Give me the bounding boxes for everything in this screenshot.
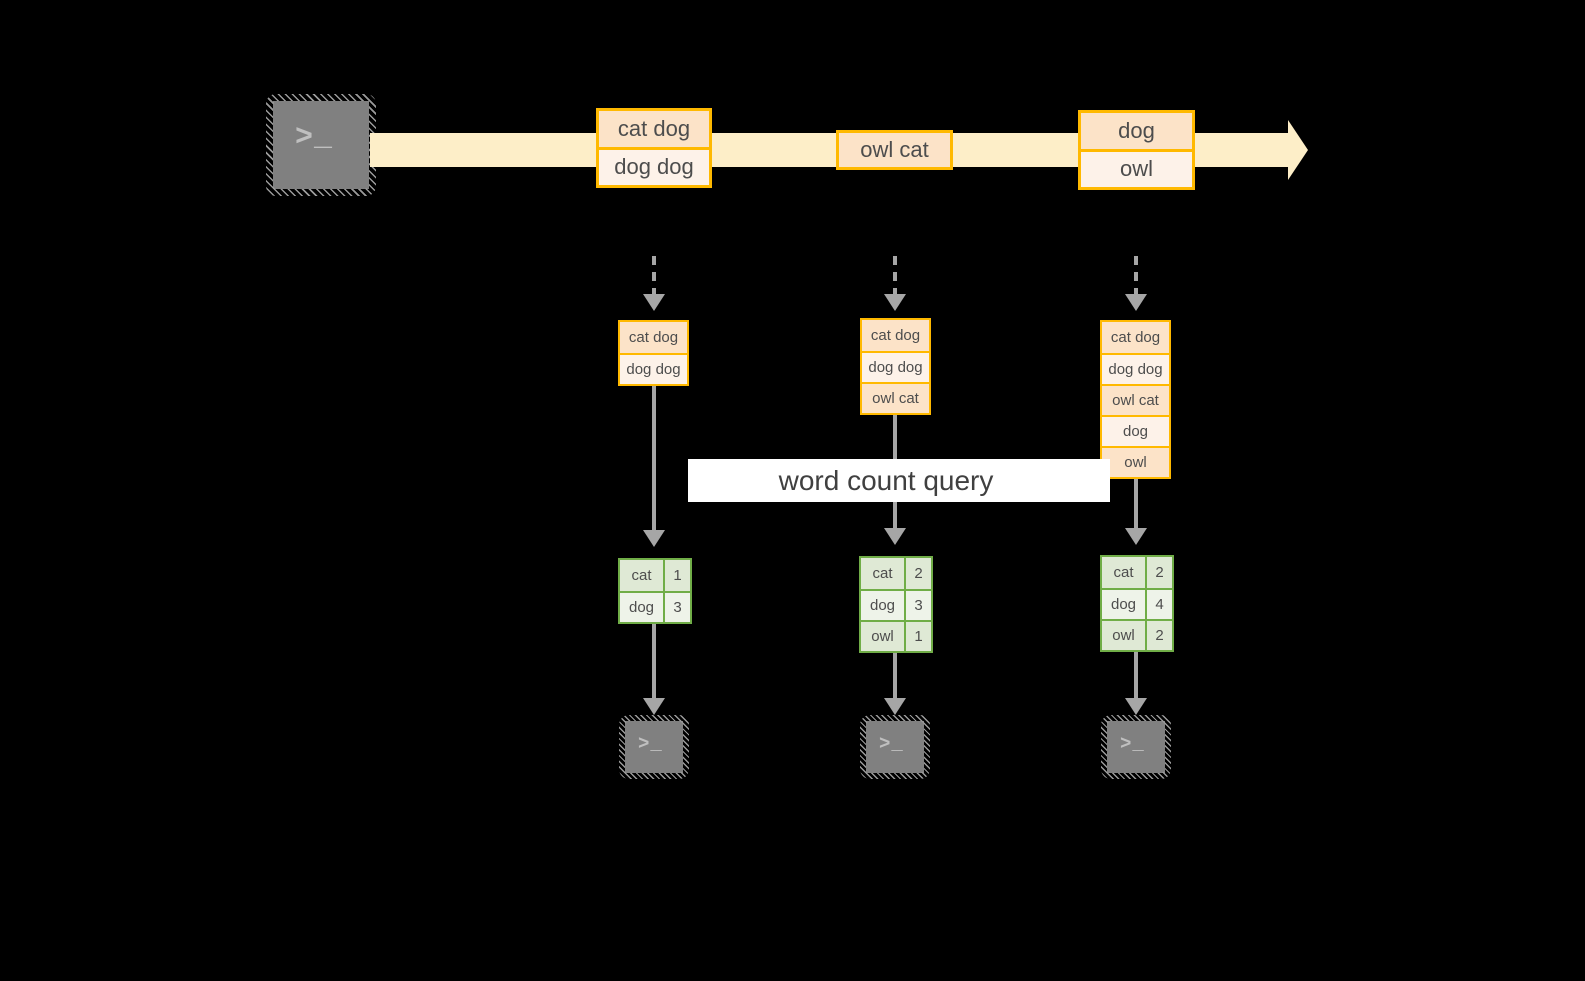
- stream-message-3-line-1: dog: [1081, 113, 1192, 149]
- table-cell-word: cat: [620, 560, 665, 591]
- column-2-sink-connector: [893, 651, 897, 703]
- column-2-dashed-connector: [893, 256, 897, 298]
- stream-message-1-line-2: dog dog: [599, 146, 709, 185]
- table-cell-count: 3: [665, 593, 690, 622]
- stream-message-3: dog owl: [1078, 110, 1195, 190]
- stream-arrow-head-icon: [1288, 120, 1308, 180]
- column-1-dashed-arrow-head-icon: [643, 294, 665, 311]
- column-2-result-table: cat 2 dog 3 owl 1: [859, 556, 933, 653]
- stream-message-3-line-2: owl: [1081, 148, 1192, 187]
- column-3-query-connector: [1134, 478, 1138, 532]
- stack-cell: dog: [1102, 415, 1169, 446]
- stack-cell: owl: [1102, 446, 1169, 477]
- column-1-result-table: cat 1 dog 3: [618, 558, 692, 624]
- query-banner: word count query: [688, 459, 1110, 502]
- table-cell-count: 2: [906, 558, 931, 589]
- column-3-dashed-arrow-head-icon: [1125, 294, 1147, 311]
- column-2-dashed-arrow-head-icon: [884, 294, 906, 311]
- terminal-body: [273, 101, 369, 189]
- table-cell-count: 3: [906, 591, 931, 620]
- stream-message-2: owl cat: [836, 130, 953, 170]
- stack-cell: owl cat: [1102, 384, 1169, 415]
- column-3-result-table: cat 2 dog 4 owl 2: [1100, 555, 1174, 652]
- column-3-dashed-connector: [1134, 256, 1138, 298]
- table-cell-word: dog: [861, 591, 906, 620]
- table-row: cat 2: [861, 558, 931, 589]
- table-cell-word: cat: [1102, 557, 1147, 588]
- stack-cell: owl cat: [862, 382, 929, 413]
- column-1-query-connector: [652, 386, 656, 534]
- terminal-prompt-glyph: >_: [1120, 733, 1145, 755]
- column-1-sink-connector: [652, 622, 656, 702]
- stack-cell: cat dog: [1102, 322, 1169, 353]
- column-1-input-stack: cat dog dog dog: [618, 320, 689, 386]
- table-row: owl 1: [861, 620, 931, 651]
- column-2-sink-terminal-icon: >_: [859, 714, 931, 780]
- table-row: dog 4: [1102, 588, 1172, 619]
- column-1-query-arrow-head-icon: [643, 530, 665, 547]
- column-2-sink-arrow-head-icon: [884, 698, 906, 715]
- stack-cell: dog dog: [1102, 353, 1169, 384]
- table-cell-word: dog: [1102, 590, 1147, 619]
- table-cell-count: 1: [906, 622, 931, 651]
- stack-cell: dog dog: [620, 353, 687, 384]
- stream-message-2-line-1: owl cat: [839, 133, 950, 167]
- table-cell-count: 1: [665, 560, 690, 591]
- query-banner-label: word count query: [778, 464, 994, 496]
- column-2-input-stack: cat dog dog dog owl cat: [860, 318, 931, 415]
- table-row: cat 1: [620, 560, 690, 591]
- stream-message-1-line-1: cat dog: [599, 111, 709, 147]
- table-cell-count: 2: [1147, 557, 1172, 588]
- terminal-prompt-glyph: >_: [638, 733, 663, 755]
- column-3-sink-arrow-head-icon: [1125, 698, 1147, 715]
- table-row: dog 3: [861, 589, 931, 620]
- table-cell-word: owl: [861, 622, 906, 651]
- column-3-sink-connector: [1134, 650, 1138, 703]
- table-cell-count: 2: [1147, 621, 1172, 650]
- column-3-query-arrow-head-icon: [1125, 528, 1147, 545]
- terminal-body: [1107, 721, 1165, 773]
- column-1-sink-arrow-head-icon: [643, 698, 665, 715]
- terminal-prompt-glyph: >_: [295, 121, 334, 155]
- table-row: owl 2: [1102, 619, 1172, 650]
- table-cell-word: cat: [861, 558, 906, 589]
- column-1-sink-terminal-icon: >_: [618, 714, 690, 780]
- column-3-sink-terminal-icon: >_: [1100, 714, 1172, 780]
- column-2-query-arrow-head-icon: [884, 528, 906, 545]
- table-row: dog 3: [620, 591, 690, 622]
- terminal-body: [866, 721, 924, 773]
- column-1-dashed-connector: [652, 256, 656, 298]
- stack-cell: cat dog: [620, 322, 687, 353]
- stack-cell: dog dog: [862, 351, 929, 382]
- table-cell-word: owl: [1102, 621, 1147, 650]
- stack-cell: cat dog: [862, 320, 929, 351]
- stream-message-1: cat dog dog dog: [596, 108, 712, 188]
- terminal-prompt-glyph: >_: [879, 733, 904, 755]
- table-row: cat 2: [1102, 557, 1172, 588]
- table-cell-word: dog: [620, 593, 665, 622]
- source-terminal-icon: >_: [266, 94, 376, 196]
- terminal-body: [625, 721, 683, 773]
- column-3-input-stack: cat dog dog dog owl cat dog owl: [1100, 320, 1171, 479]
- table-cell-count: 4: [1147, 590, 1172, 619]
